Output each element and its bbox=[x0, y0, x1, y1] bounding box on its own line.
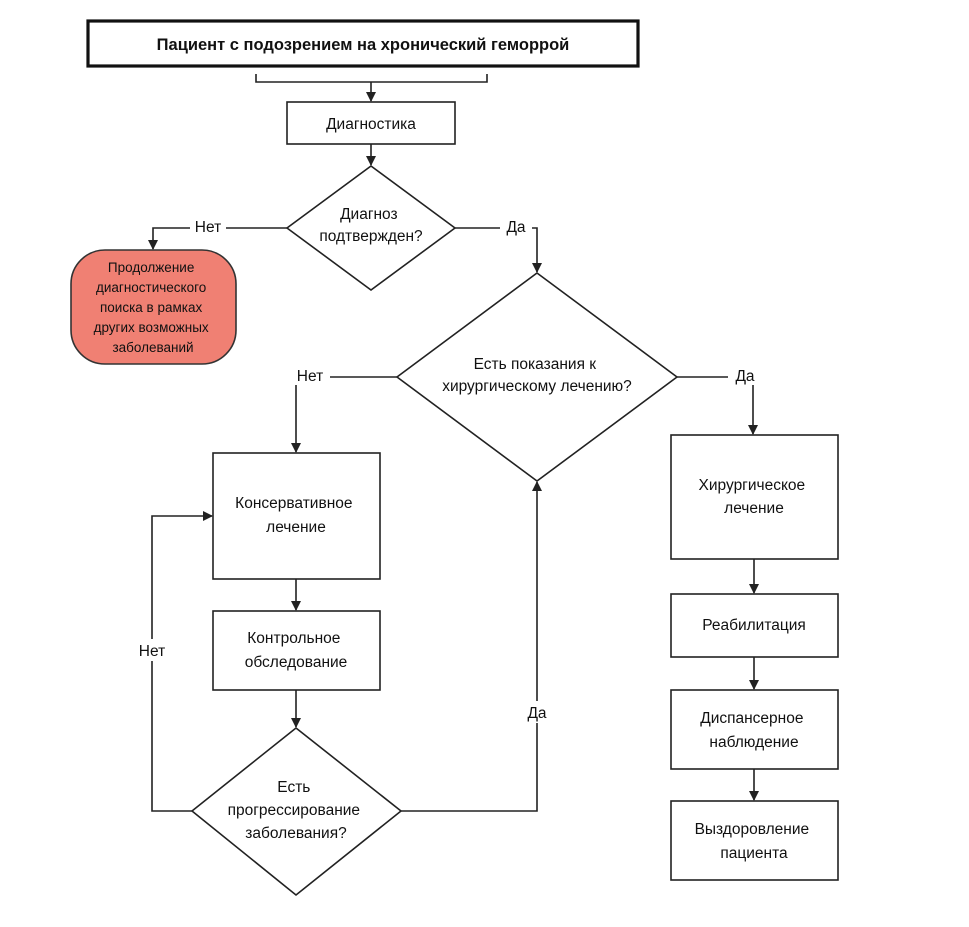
progression-text: Есть прогрессирование заболевания? bbox=[228, 779, 365, 842]
edge-label-bg bbox=[728, 365, 762, 385]
conservative-text: Консервативное лечение bbox=[235, 495, 357, 536]
edge-yes-to-surgery-decision bbox=[455, 227, 542, 273]
edge-yes-to-surgical bbox=[677, 376, 758, 435]
diagnostics-node: Диагностика bbox=[286, 101, 456, 145]
surgical-text: Хирургическое лечение bbox=[699, 477, 810, 517]
recovery-text: Выздоровление пациента bbox=[695, 821, 814, 862]
surgery-indicated-decision: Есть показания к хирургическому лечению? bbox=[395, 272, 679, 482]
diagnosis-confirmed-decision: Диагноз подтвержден? bbox=[285, 165, 457, 291]
edge-label-no-1: Нет bbox=[195, 219, 221, 236]
continue-search-node: Продолжение диагностического поиска в ра… bbox=[70, 249, 237, 365]
title-node: Пациент с подозрением на хронический гем… bbox=[86, 19, 640, 68]
surgery-indicated-text: Есть показания к хирургическому лечению? bbox=[442, 356, 632, 395]
diagnosis-confirmed-text: Диагноз подтвержден? bbox=[319, 206, 423, 245]
edge-label-no-3: Нет bbox=[139, 643, 165, 660]
edge-label-bg bbox=[521, 701, 553, 723]
rehab-node: Реабилитация bbox=[670, 593, 839, 658]
diagnostics-text: Диагностика bbox=[326, 116, 416, 133]
title-bracket bbox=[255, 74, 488, 83]
rehab-text: Реабилитация bbox=[702, 617, 806, 634]
progression-decision: Есть прогрессирование заболевания? bbox=[190, 726, 403, 897]
control-exam-text: Контрольное обследование bbox=[245, 630, 348, 671]
edge-label-bg bbox=[500, 216, 532, 236]
edge-no-to-continue-search bbox=[148, 227, 287, 250]
edge-label-yes-3: Да bbox=[527, 705, 546, 722]
control-exam-node: Контрольное обследование bbox=[212, 610, 381, 691]
edge-yes-to-surgery-decision-2 bbox=[401, 481, 542, 812]
continue-search-text: Продолжение диагностического поиска в ра… bbox=[94, 260, 213, 355]
edge-label-yes-1: Да bbox=[506, 219, 525, 236]
recovery-node: Выздоровление пациента bbox=[670, 800, 839, 881]
conservative-node: Консервативное лечение bbox=[212, 452, 381, 580]
edge-no-loop-to-conservative bbox=[151, 511, 213, 812]
edge-label-bg bbox=[190, 216, 226, 236]
dispensary-text: Диспансерное наблюдение bbox=[700, 710, 808, 751]
edge-label-bg bbox=[290, 365, 330, 385]
edge-no-to-conservative bbox=[291, 376, 397, 453]
edge-label-yes-2: Да bbox=[735, 368, 754, 385]
title-text: Пациент с подозрением на хронический гем… bbox=[157, 36, 570, 54]
edge-label-no-2: Нет bbox=[297, 368, 323, 385]
edge-label-bg bbox=[132, 639, 172, 661]
dispensary-node: Диспансерное наблюдение bbox=[670, 689, 839, 770]
surgical-node: Хирургическое лечение bbox=[670, 434, 839, 560]
